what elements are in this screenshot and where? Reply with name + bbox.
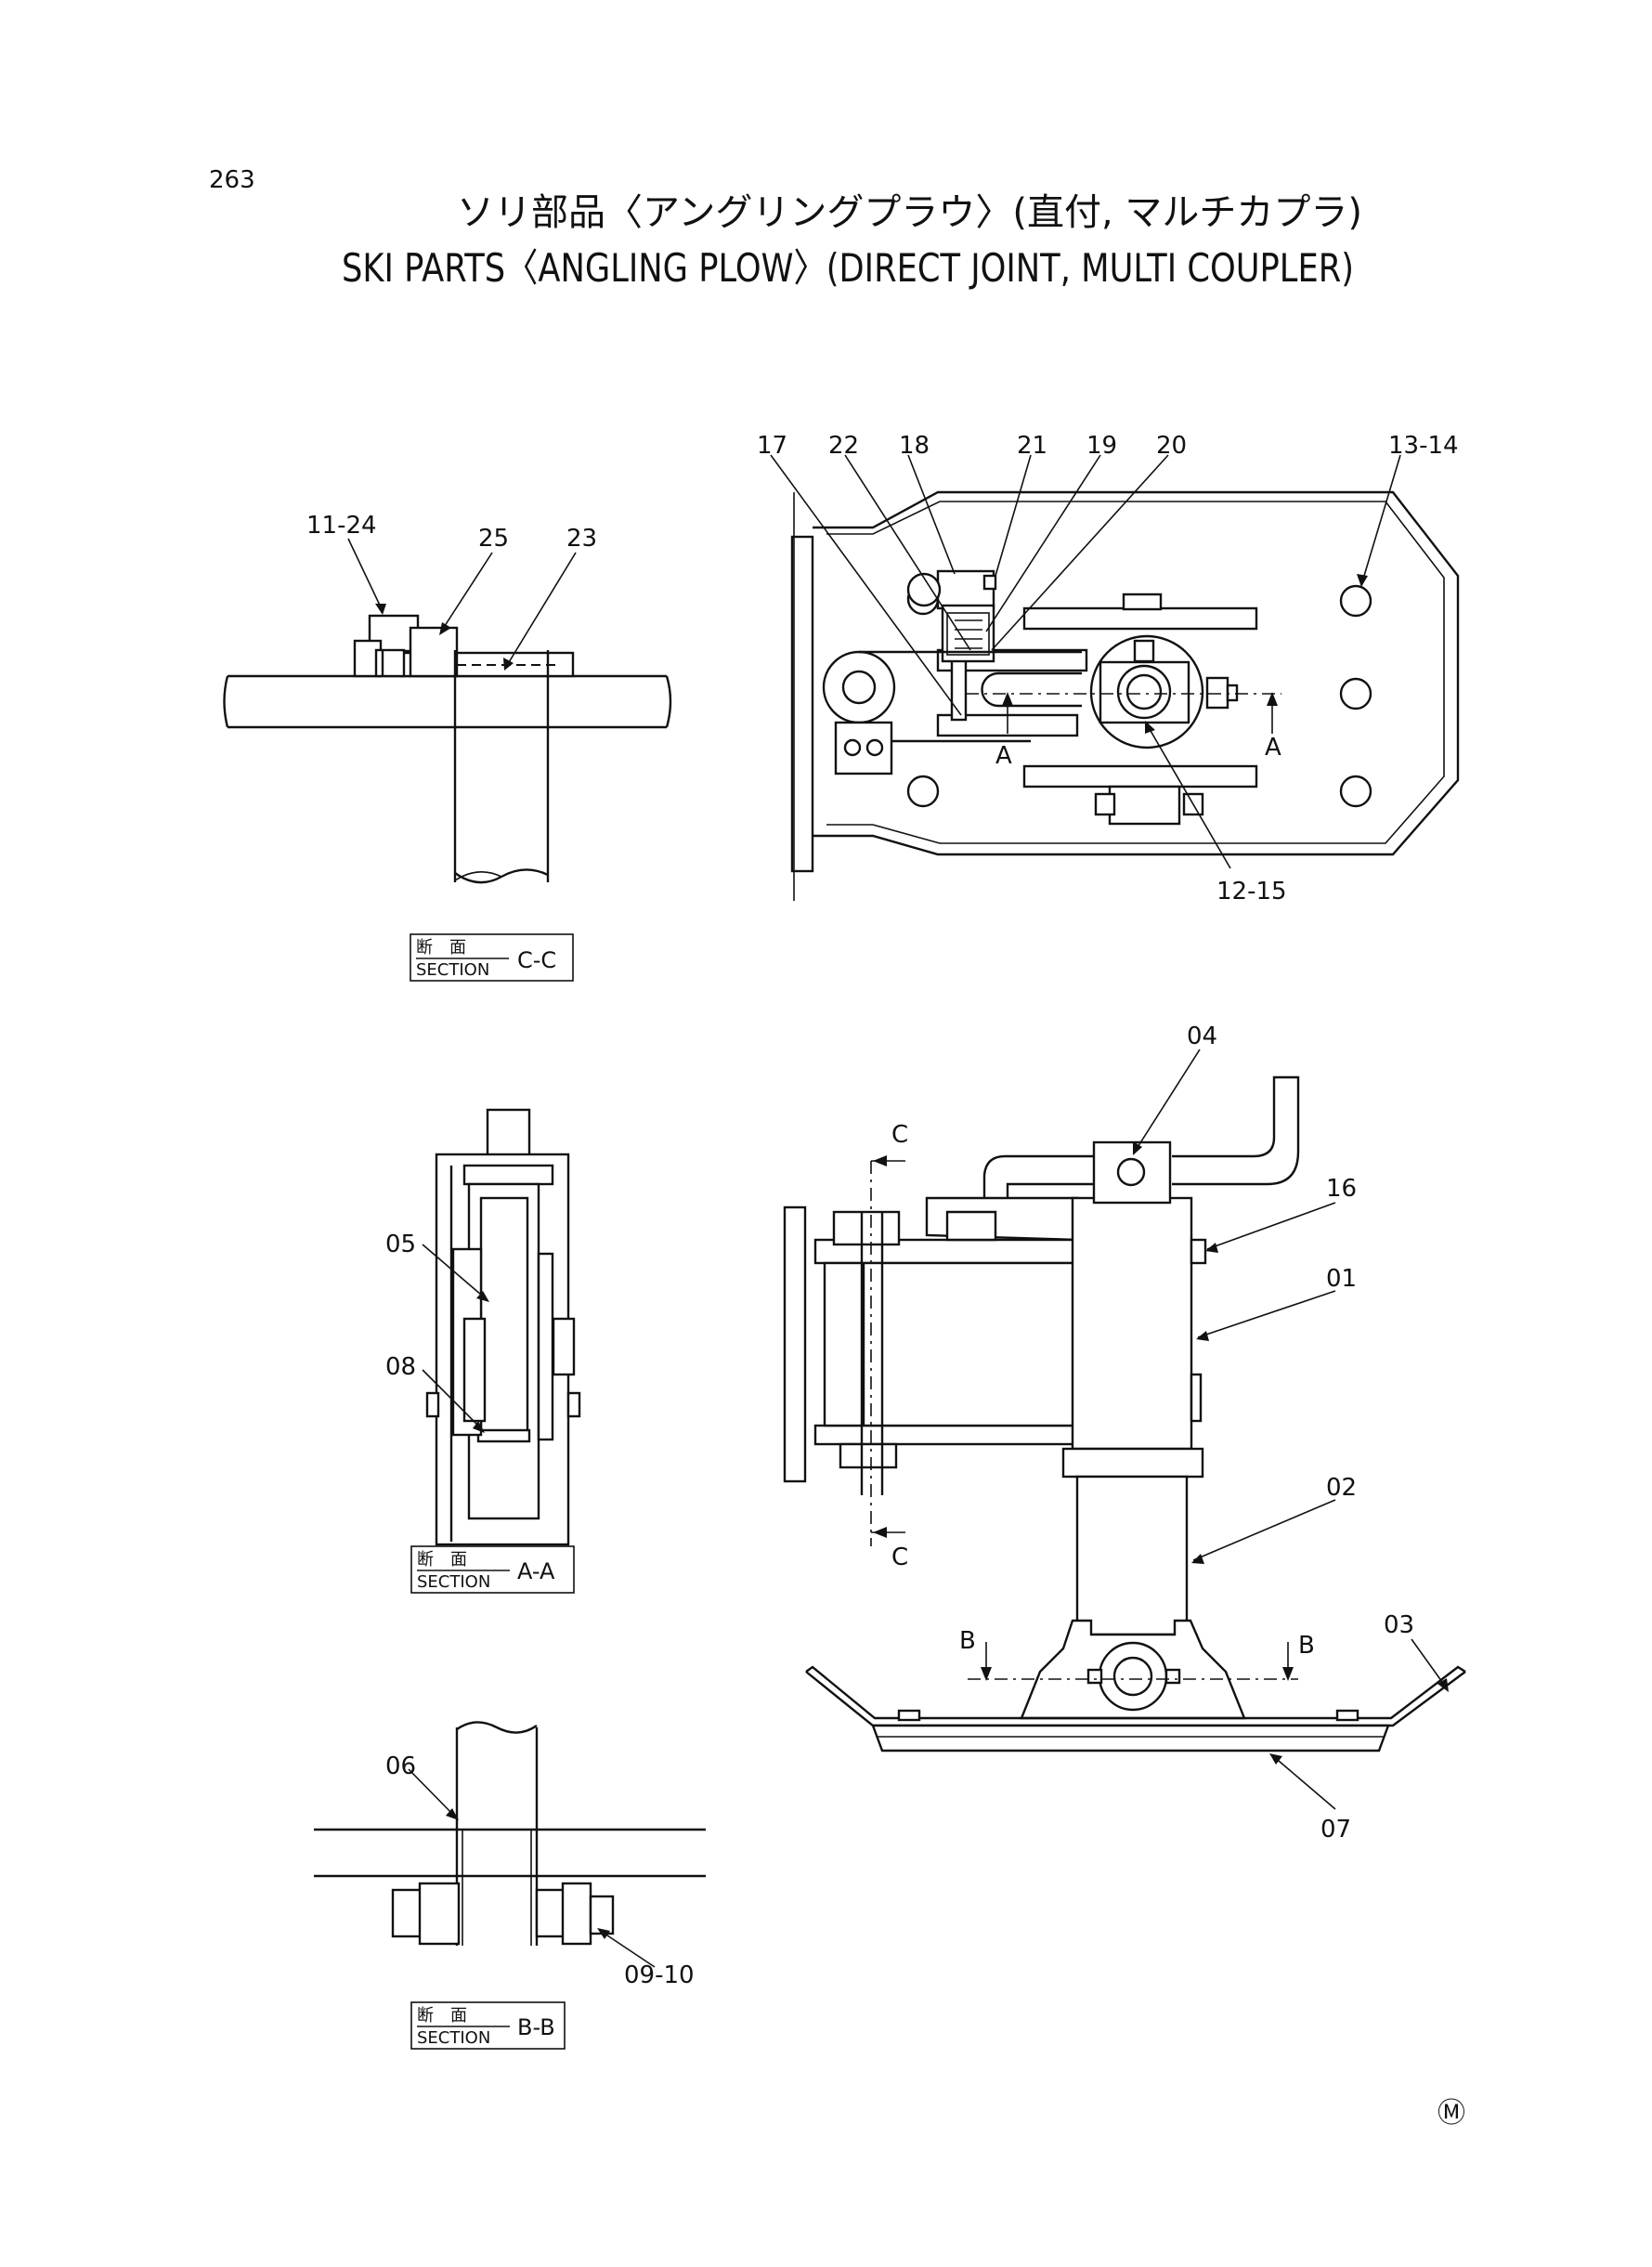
callout-12-15: 12-15	[1216, 878, 1287, 905]
cut-mark-b-left: B	[959, 1627, 976, 1655]
svg-text:断 面: 断 面	[416, 938, 466, 958]
section-bb-view: 06 09-10	[314, 1721, 706, 1989]
title-japanese: ソリ部品〈アングリングプラウ〉(直付, マルチカプラ)	[457, 191, 1362, 234]
callout-03: 03	[1384, 1611, 1414, 1639]
callout-20: 20	[1156, 432, 1187, 460]
section-id-cc: C-C	[517, 947, 556, 973]
callout-13-14: 13-14	[1388, 432, 1459, 460]
m-stamp: Ⓜ	[1437, 2097, 1465, 2130]
cut-mark-b-right: B	[1298, 1632, 1315, 1660]
callout-05: 05	[385, 1231, 416, 1258]
callout-02: 02	[1326, 1474, 1357, 1502]
section-label-cc: 断 面 SECTION C-C	[410, 933, 574, 982]
section-id-aa: A-A	[517, 1558, 555, 1584]
callout-22: 22	[828, 432, 859, 460]
plan-view: A A 17 22 18 21 19 20 13-14 12-15	[757, 432, 1460, 905]
callout-18: 18	[899, 432, 930, 460]
callout-23: 23	[566, 525, 597, 553]
cut-mark-a-left: A	[995, 742, 1012, 770]
page-number: 263	[209, 166, 255, 194]
callout-21: 21	[1017, 432, 1047, 460]
callout-04: 04	[1187, 1023, 1217, 1050]
svg-text:SECTION: SECTION	[416, 960, 489, 980]
section-label-bb: 断 面 SECTION B-B	[410, 2001, 566, 2050]
section-cc-view: 11-24 25 23	[223, 512, 672, 884]
cut-mark-c-top: C	[891, 1121, 908, 1149]
section-id-bb: B-B	[517, 2014, 555, 2040]
side-elevation-view: B B C C 04 16 01 02 03 07	[783, 1023, 1466, 1844]
svg-text:断 面: 断 面	[417, 2006, 467, 2026]
svg-text:SECTION: SECTION	[417, 2028, 490, 2048]
callout-16: 16	[1326, 1175, 1357, 1203]
callout-09-10: 09-10	[624, 1961, 695, 1989]
callout-08: 08	[385, 1353, 416, 1381]
callout-11-24: 11-24	[306, 512, 377, 540]
cut-mark-c-bottom: C	[891, 1544, 908, 1571]
section-label-aa: 断 面 SECTION A-A	[410, 1545, 575, 1594]
callout-07: 07	[1320, 1816, 1351, 1844]
callout-19: 19	[1086, 432, 1117, 460]
callout-01: 01	[1326, 1265, 1357, 1293]
section-aa-view: 05 08	[385, 1108, 581, 1546]
callout-17: 17	[757, 432, 787, 460]
svg-text:断 面: 断 面	[417, 1550, 467, 1570]
callout-06: 06	[385, 1752, 416, 1780]
cut-mark-a-right: A	[1265, 734, 1281, 762]
svg-text:SECTION: SECTION	[417, 1572, 490, 1592]
callout-25: 25	[478, 525, 509, 553]
title-english: SKI PARTS〈ANGLING PLOW〉(DIRECT JOINT, MU…	[342, 245, 1354, 291]
